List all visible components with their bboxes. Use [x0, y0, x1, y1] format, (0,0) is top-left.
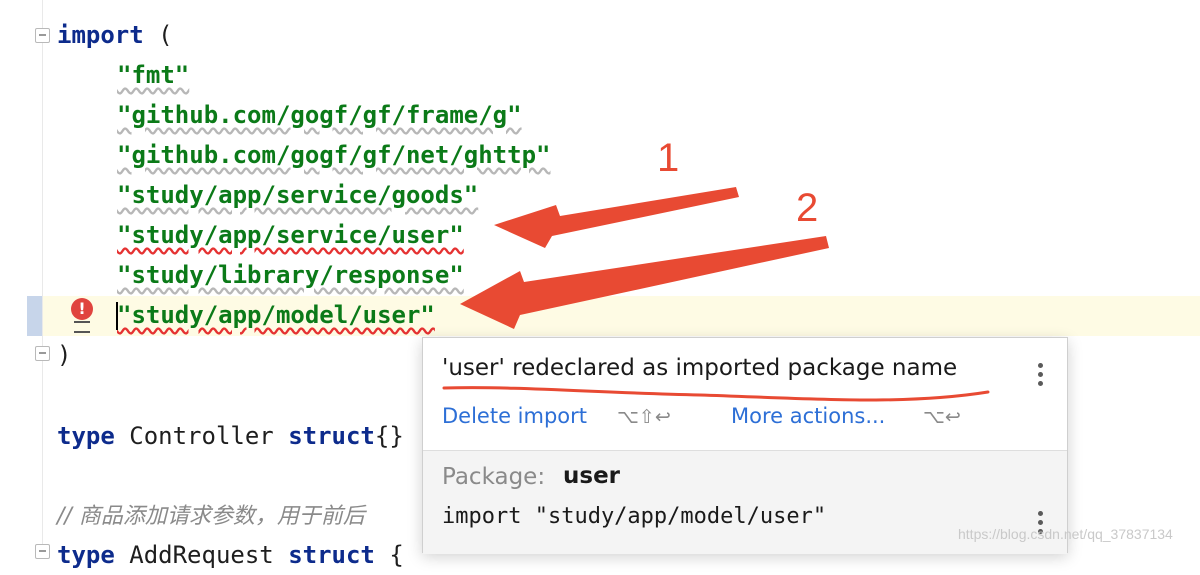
annotation-underline-layer [442, 386, 990, 402]
text-caret [116, 302, 118, 330]
code-line-type-controller[interactable]: type Controller struct{} [57, 416, 404, 456]
watermark: https://blog.csdn.net/qq_37837134 [958, 526, 1173, 542]
editor-gutter [0, 0, 42, 552]
more-vertical-icon[interactable] [1036, 363, 1046, 391]
inspection-popup[interactable]: 'user' redeclared as imported package na… [422, 337, 1068, 554]
code-line-import-path[interactable]: "study/library/response" [117, 255, 464, 295]
annotation-underline [442, 386, 990, 402]
more-actions-link[interactable]: More actions... [731, 404, 886, 428]
code-line-import-path[interactable]: "study/app/service/user" [117, 215, 464, 255]
more-actions-shortcut: ⌥↩ [923, 406, 961, 428]
popup-package-section: Package: user import "study/app/model/us… [423, 450, 1067, 554]
import-path-string-error: "study/app/service/user" [117, 221, 464, 249]
change-marker [27, 296, 42, 336]
code-line-import-path-current[interactable]: "study/app/model/user" [117, 295, 435, 335]
delete-import-link[interactable]: Delete import [442, 404, 588, 428]
code-text: ) [57, 341, 72, 369]
code-line-import[interactable]: import ( [57, 15, 173, 55]
annotation-number-2: 2 [796, 186, 819, 230]
keyword: import [57, 21, 144, 49]
more-vertical-icon[interactable] [1036, 511, 1046, 539]
comment-text: // 商品添加请求参数，用于前后 [57, 504, 365, 529]
import-path-string: "study/app/service/goods" [117, 181, 479, 209]
code-text: {} [374, 422, 404, 450]
popup-error-section: 'user' redeclared as imported package na… [423, 338, 1067, 450]
import-path-string-error: "study/app/model/user" [117, 301, 435, 329]
annotation-arrow-1 [494, 187, 739, 248]
fold-icon[interactable] [35, 346, 50, 361]
code-line-import-path[interactable]: "github.com/gogf/gf/frame/g" [117, 95, 522, 135]
code-line-comment[interactable]: // 商品添加请求参数，用于前后 [57, 497, 365, 537]
error-message: 'user' redeclared as imported package na… [442, 355, 958, 381]
import-path-string: "github.com/gogf/gf/net/ghttp" [117, 141, 551, 169]
package-import-line: import "study/app/model/user" [442, 504, 827, 529]
package-name: user [563, 463, 621, 489]
keyword: type [57, 422, 115, 450]
code-text: ( [143, 21, 173, 49]
code-line-import-path[interactable]: "fmt" [117, 55, 189, 95]
code-line-import-path[interactable]: "github.com/gogf/gf/net/ghttp" [117, 135, 550, 175]
code-line-close-paren[interactable]: ) [57, 335, 71, 375]
delete-import-shortcut: ⌥⇧↩ [617, 406, 671, 428]
annotation-arrow-2 [460, 236, 829, 329]
import-path-string: "study/library/response" [117, 261, 464, 289]
current-line-highlight [0, 296, 1200, 336]
gutter-divider [42, 0, 43, 552]
annotation-number-1: 1 [657, 136, 680, 180]
fold-icon[interactable] [35, 28, 50, 43]
code-line-import-path[interactable]: "study/app/service/goods" [117, 175, 478, 215]
import-path-string: "github.com/gogf/gf/frame/g" [117, 101, 522, 129]
annotation-layer [460, 187, 829, 329]
type-name: Controller [114, 422, 289, 450]
import-path-string: "fmt" [117, 61, 190, 89]
error-icon-lines [74, 321, 90, 333]
package-label: Package: [442, 464, 546, 490]
error-icon[interactable]: ! [71, 298, 93, 320]
keyword: struct [288, 422, 375, 450]
